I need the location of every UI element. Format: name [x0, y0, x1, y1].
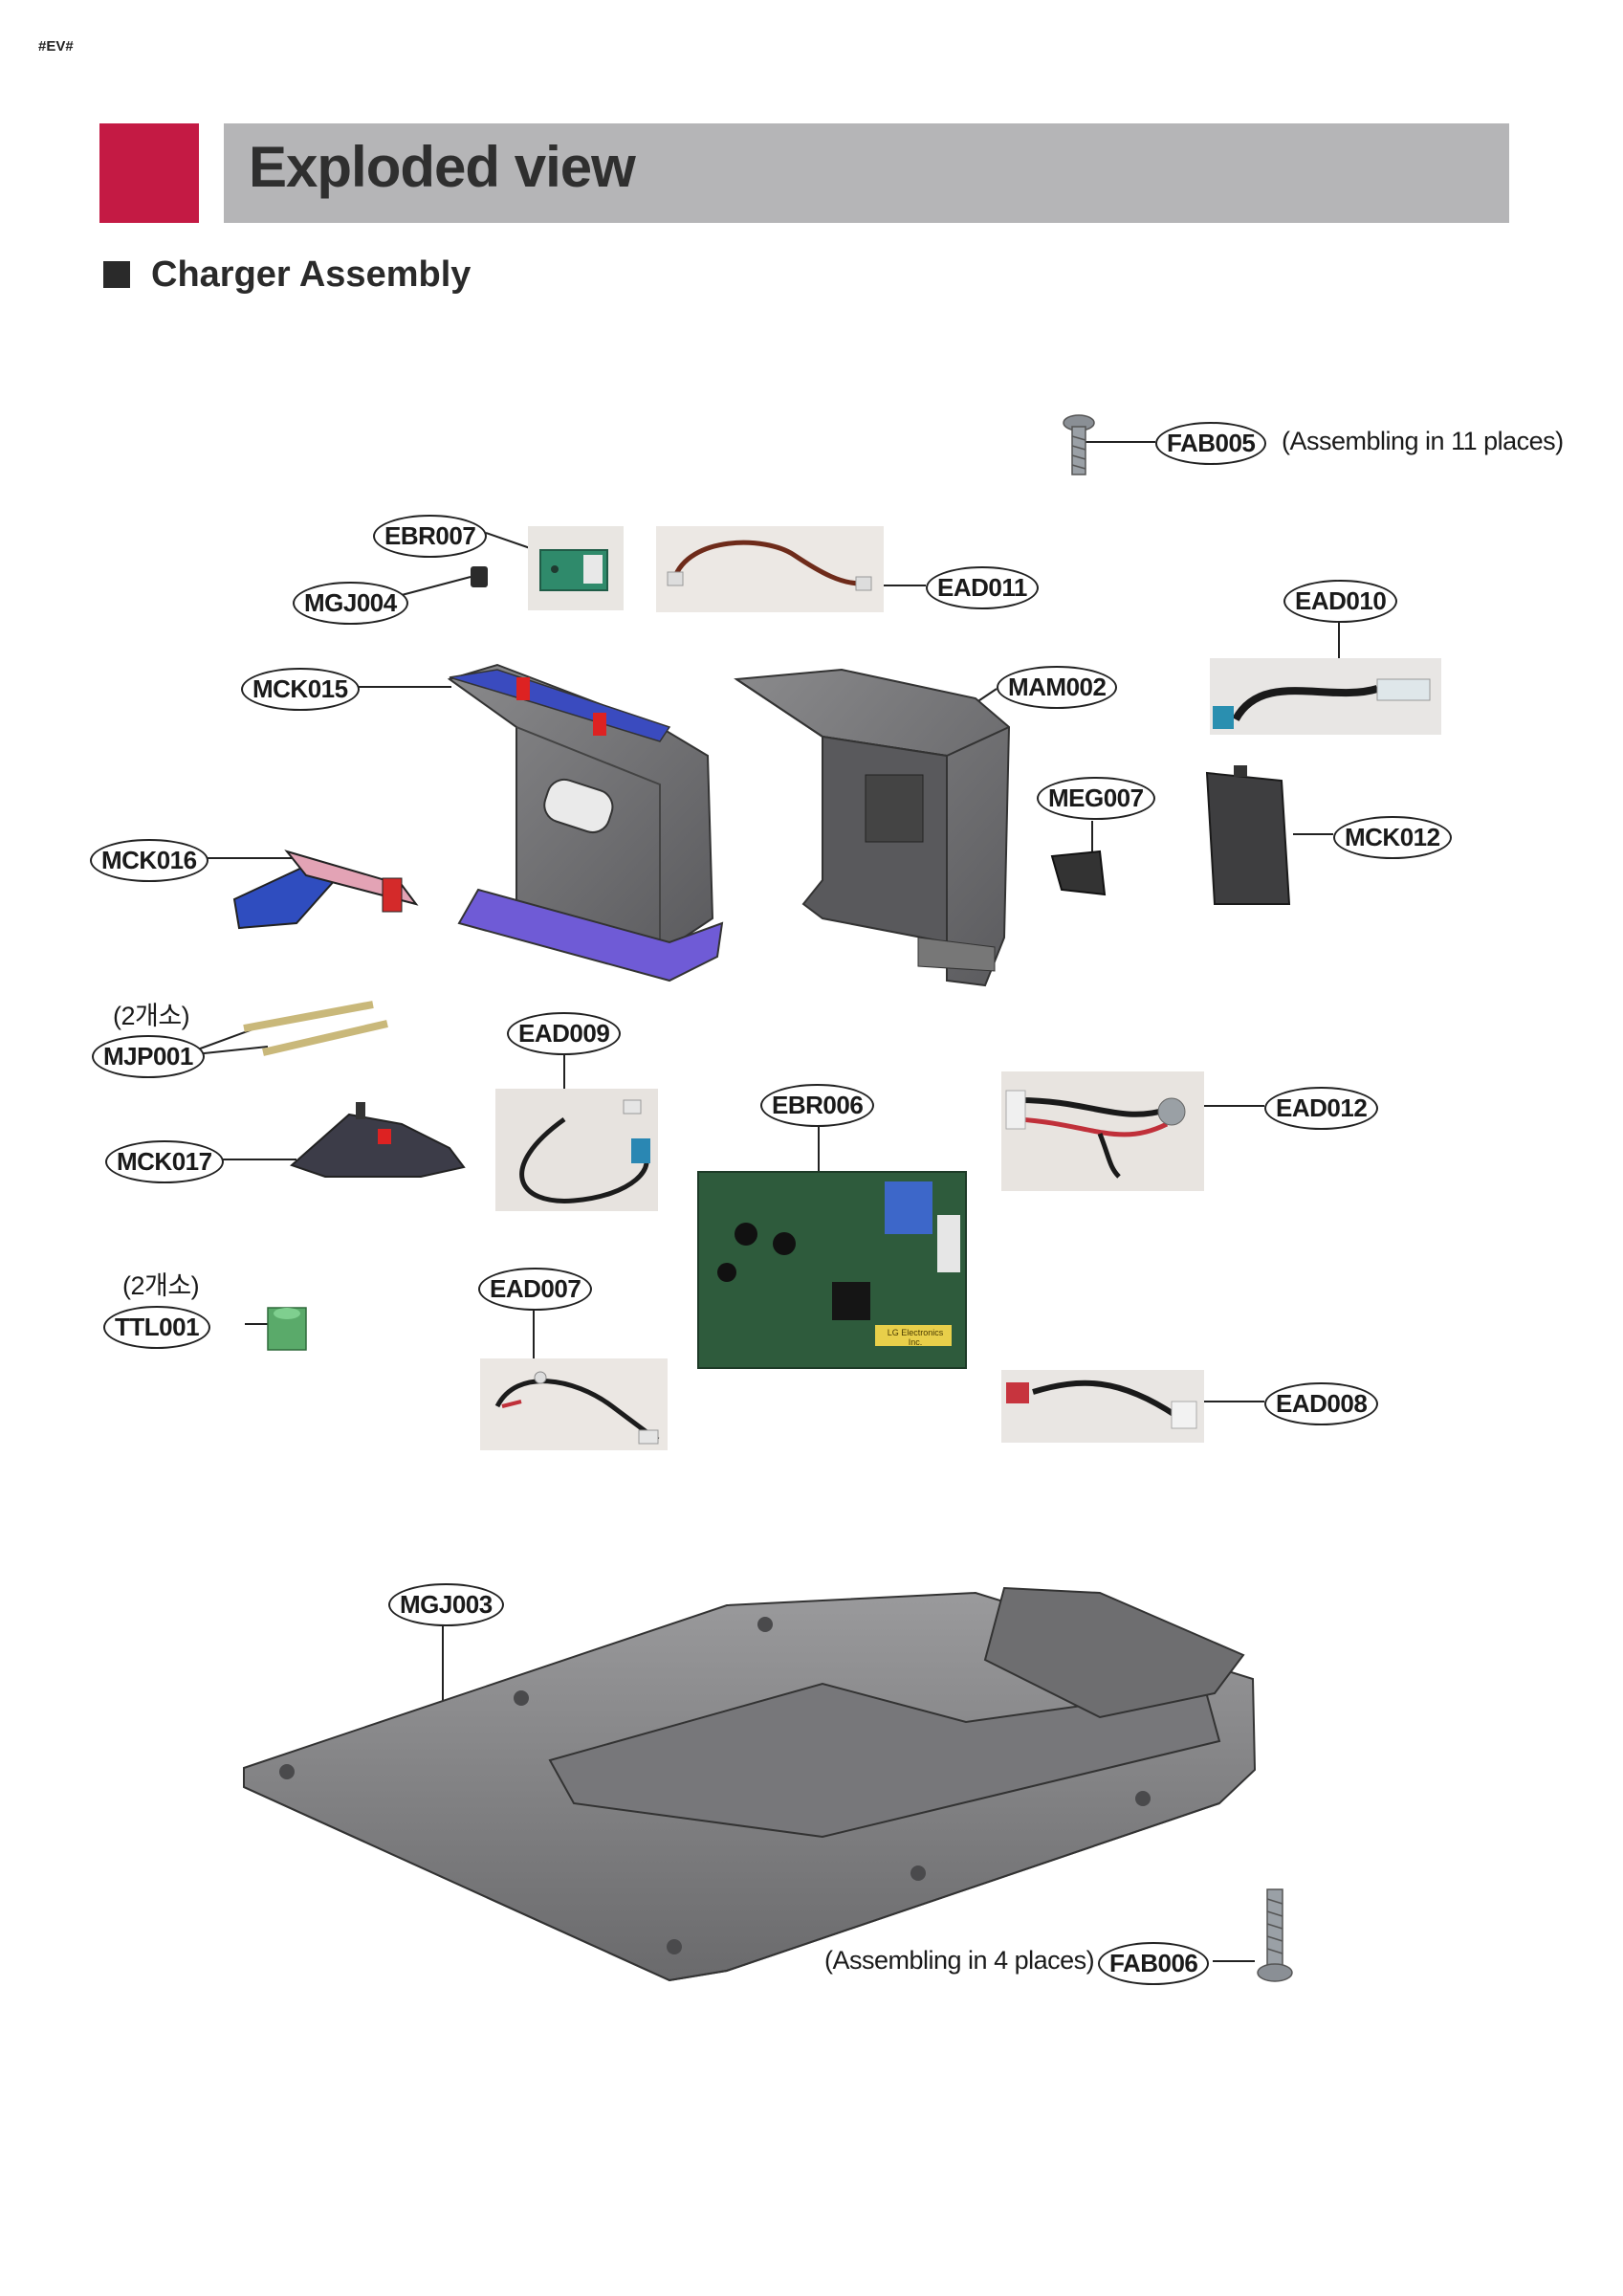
title-accent-block: [99, 123, 199, 223]
label-mam002: MAM002: [997, 666, 1118, 709]
title-bar: [224, 123, 1509, 223]
document-tag: #EV#: [38, 38, 74, 55]
label-ebr006: EBR006: [760, 1084, 875, 1127]
mck012-cover: [1205, 765, 1291, 905]
mam002-cover: [734, 668, 1011, 987]
label-ttl001: TTL001: [103, 1306, 211, 1349]
ebr006-pcb: [697, 1171, 967, 1369]
label-mgj003: MGJ003: [388, 1583, 504, 1626]
label-mck016: MCK016: [90, 839, 208, 882]
mgj003-base-plate: [243, 1586, 1257, 1982]
label-mck012: MCK012: [1333, 816, 1452, 859]
mck017-part: [290, 1102, 466, 1178]
label-ead009: EAD009: [507, 1012, 622, 1055]
label-ead011: EAD011: [926, 566, 1039, 609]
mjp001-qty-note: (2개소): [113, 1002, 190, 1030]
fab006-note: (Assembling in 4 places): [824, 1946, 1095, 1975]
ebr007-board: [528, 526, 624, 610]
ead011-cable: [656, 526, 884, 612]
label-ebr007: EBR007: [373, 515, 488, 558]
label-mck017: MCK017: [105, 1140, 224, 1183]
label-mjp001: MJP001: [92, 1035, 205, 1078]
label-mck015: MCK015: [241, 668, 360, 711]
fab005-note: (Assembling in 11 places): [1282, 427, 1564, 455]
label-fab005: FAB005: [1155, 422, 1267, 465]
ttl001-screw: [267, 1307, 307, 1351]
label-ead008: EAD008: [1264, 1382, 1379, 1425]
label-mgj004: MGJ004: [293, 582, 408, 625]
section-heading: Charger Assembly: [103, 254, 471, 296]
pcb-sticker-text: LG Electronics Inc.: [887, 1328, 944, 1347]
label-ead012: EAD012: [1264, 1087, 1379, 1130]
ead009-cable: [495, 1089, 658, 1211]
page-title: Exploded view: [249, 135, 636, 199]
mck016-part: [232, 850, 419, 930]
ead012-cable: [1001, 1071, 1204, 1191]
mgj004-part: [471, 566, 488, 587]
label-meg007: MEG007: [1037, 777, 1155, 820]
section-title: Charger Assembly: [151, 254, 472, 295]
label-ead010: EAD010: [1283, 580, 1398, 623]
ttl001-qty-note: (2개소): [122, 1271, 200, 1300]
ead010-cable: [1210, 658, 1441, 735]
bullet-square-icon: [103, 261, 130, 288]
ead007-cable: [480, 1358, 668, 1450]
meg007-part: [1050, 850, 1107, 896]
fab006-screw: [1257, 1888, 1293, 1982]
label-fab006: FAB006: [1098, 1942, 1210, 1985]
label-ead007: EAD007: [478, 1268, 593, 1311]
mjp001-parts: [243, 1001, 388, 1056]
mck015-housing: [447, 663, 724, 982]
ead008-cable: [1001, 1370, 1204, 1443]
fab005-screw: [1063, 414, 1095, 475]
